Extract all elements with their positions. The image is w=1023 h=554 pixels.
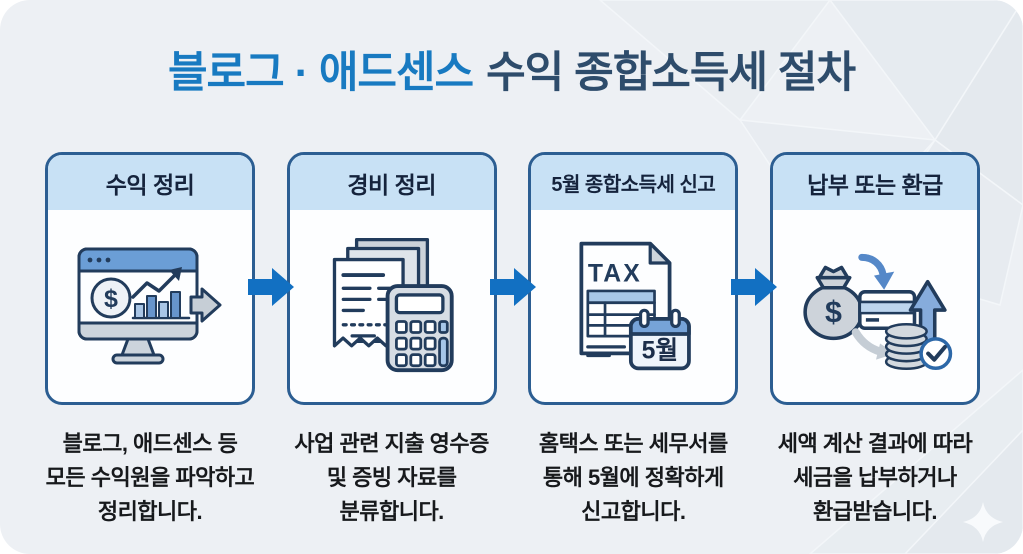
description-line: 및 증빙 자료를 bbox=[326, 465, 457, 490]
description-line: 홈택스 또는 세무서를 bbox=[538, 431, 728, 456]
descriptions-row: 블로그, 애드센스 등 모든 수익원을 파악하고 정리합니다. 사업 관련 지출… bbox=[35, 427, 990, 529]
step-card-pay-or-refund: 납부 또는 환급 $ bbox=[769, 152, 980, 405]
description-line: 세액 계산 결과에 따라 bbox=[777, 431, 973, 456]
step-icon-area: $ bbox=[48, 210, 252, 402]
receipt-calculator-icon bbox=[332, 237, 454, 373]
description-line: 신고합니다. bbox=[581, 499, 686, 524]
step-description: 세액 계산 결과에 따라 세금을 납부하거나 환급받습니다. bbox=[760, 427, 990, 529]
description-line: 환급받습니다. bbox=[812, 499, 938, 524]
title-highlight: 블로그 · 애드센스 bbox=[167, 49, 474, 97]
svg-text:$: $ bbox=[825, 296, 842, 329]
right-arrow-icon bbox=[248, 268, 294, 306]
right-arrow-icon bbox=[731, 268, 777, 306]
step-card-expenses: 경비 정리 bbox=[286, 152, 497, 405]
tax-document-calendar-icon: TAX 5월 bbox=[579, 241, 692, 371]
step-card-revenue: 수익 정리 $ bbox=[45, 152, 255, 405]
description-line: 세금을 납부하거나 bbox=[793, 465, 957, 490]
right-arrow-icon bbox=[490, 268, 536, 306]
description-line: 블로그, 애드센스 등 bbox=[62, 431, 238, 456]
description-line: 사업 관련 지출 영수증 bbox=[294, 431, 489, 456]
step-header: 경비 정리 bbox=[289, 155, 494, 210]
steps-row: 수익 정리 $ bbox=[45, 152, 980, 405]
step-icon-area: $ bbox=[773, 210, 977, 402]
description-line: 정리합니다. bbox=[97, 499, 203, 524]
step-card-tax-filing: 5월 종합소득세 신고 TAX bbox=[528, 152, 739, 405]
svg-text:$: $ bbox=[104, 285, 118, 313]
description-line: 통해 5월에 정확하게 bbox=[542, 465, 724, 490]
step-icon-area bbox=[290, 210, 494, 402]
revenue-monitor-chart-icon: $ bbox=[77, 247, 222, 365]
description-line: 모든 수익원을 파악하고 bbox=[45, 465, 255, 490]
svg-text:TAX: TAX bbox=[588, 260, 642, 287]
svg-text:5월: 5월 bbox=[642, 337, 679, 365]
title-rest: 수익 종합소득세 절차 bbox=[486, 49, 856, 97]
step-description: 블로그, 애드센스 등 모든 수익원을 파악하고 정리합니다. bbox=[35, 427, 265, 529]
payment-refund-icon: $ bbox=[803, 253, 953, 371]
step-header: 수익 정리 bbox=[48, 155, 252, 210]
step-header: 5월 종합소득세 신고 bbox=[531, 155, 736, 210]
step-header: 납부 또는 환급 bbox=[772, 155, 977, 210]
description-line: 분류합니다. bbox=[339, 499, 444, 524]
step-description: 사업 관련 지출 영수증 및 증빙 자료를 분류합니다. bbox=[277, 427, 507, 529]
step-description: 홈택스 또는 세무서를 통해 5월에 정확하게 신고합니다. bbox=[518, 427, 748, 529]
step-icon-area: TAX 5월 bbox=[531, 210, 735, 402]
